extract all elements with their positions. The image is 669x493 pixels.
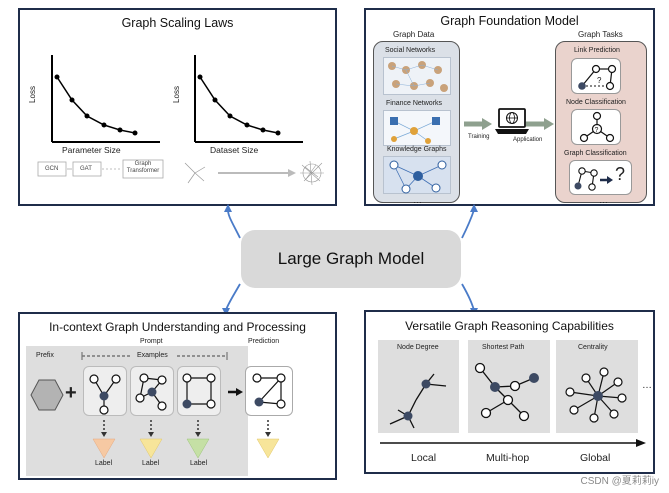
scope-global: Global (580, 452, 611, 464)
label-2: Label (142, 460, 160, 467)
tasks-more-ellipsis: … (599, 195, 608, 205)
social-networks-label: Social Networks (385, 47, 436, 54)
graph-classification-card (569, 160, 632, 195)
knowledge-graph-icon (389, 160, 447, 194)
graph-classification-label: Graph Classification (564, 150, 627, 157)
to-prediction-arrow (228, 388, 243, 396)
finance-networks-image (383, 110, 451, 146)
knowledge-graphs-label: Knowledge Graphs (387, 146, 447, 153)
example-graph-1 (89, 374, 121, 459)
centrality-graph (565, 367, 627, 423)
panel-title: Graph Foundation Model (440, 14, 579, 28)
parameter-scaling-plot (51, 55, 160, 143)
social-networks-image (383, 57, 451, 95)
large-graph-model-title: Large Graph Model (241, 230, 461, 288)
shortest-path-graph (474, 362, 539, 422)
panel-graph-foundation-model: Graph Foundation Model Graph Data Graph … (364, 8, 655, 206)
plus-sign: + (65, 382, 77, 404)
scope-local: Local (411, 452, 437, 464)
svg-text:?: ? (597, 76, 602, 85)
node-classification-label: Node Classification (566, 99, 626, 106)
training-arrow (464, 118, 492, 130)
link-prediction-graph: ? (578, 64, 617, 91)
example-graph-2 (135, 373, 167, 459)
example-graph-3 (182, 373, 216, 459)
panel-graph-reasoning: Versatile Graph Reasoning Capabilities N… (364, 310, 655, 474)
application-arrow (526, 118, 554, 130)
data-more-ellipsis: … (413, 195, 422, 205)
prefix-hexagon (30, 379, 64, 411)
local-to-global-arrow (380, 439, 646, 447)
dataset-scaling-plot (194, 55, 303, 143)
model-gat: GAT (80, 166, 92, 172)
model-gcn: GCN (45, 166, 59, 172)
graph-classification-graph (574, 167, 613, 191)
link-prediction-label: Link Prediction (574, 47, 620, 54)
graph-class-question: ? (615, 164, 626, 184)
svg-text:?: ? (595, 127, 599, 134)
link-prediction-card: ? (571, 58, 621, 94)
reasoning-more-ellipsis: … (642, 380, 652, 391)
prediction-graph (252, 373, 286, 459)
scope-multi-hop: Multi-hop (486, 452, 530, 464)
label-3: Label (190, 460, 208, 467)
model-graph-transformer: Graph Transformer (126, 161, 160, 174)
laptop-globe-icon (495, 108, 529, 134)
finance-networks-label: Finance Networks (386, 100, 443, 107)
node-classification-graph: ? (579, 111, 615, 143)
graph-data-header: Graph Data (393, 30, 435, 39)
shortest-path-label: Shortest Path (482, 344, 525, 351)
examples-bracket (81, 352, 228, 360)
prompt-label: Prompt (140, 338, 163, 345)
panel-title: Versatile Graph Reasoning Capabilities (405, 319, 614, 333)
node-degree-graph (389, 373, 447, 429)
training-label: Training (468, 134, 490, 140)
node-degree-label: Node Degree (397, 344, 439, 351)
label-1: Label (95, 460, 113, 467)
model-boxes (37, 159, 164, 179)
knowledge-graphs-image (383, 156, 451, 194)
centrality-label: Centrality (578, 344, 608, 351)
panel-title: In-context Graph Understanding and Proce… (49, 320, 306, 334)
finance-network-icon (390, 117, 440, 144)
parameter-size-label: Parameter Size (62, 145, 121, 155)
prefix-label: Prefix (36, 352, 54, 359)
application-label: Application (513, 137, 543, 143)
panel-title: Graph Scaling Laws (121, 16, 234, 30)
people-network-icon (388, 61, 448, 92)
small-to-large-graph (184, 160, 324, 186)
graph-tasks-header: Graph Tasks (578, 30, 623, 39)
watermark: CSDN @夏莉莉iy (580, 476, 660, 487)
panel-graph-scaling-laws: Graph Scaling Laws Loss Parameter Size L… (18, 8, 337, 206)
dataset-size-label: Dataset Size (210, 145, 259, 155)
prediction-label: Prediction (248, 338, 280, 345)
node-classification-card: ? (571, 109, 621, 145)
panel-in-context-graph: In-context Graph Understanding and Proce… (18, 312, 337, 480)
examples-label: Examples (137, 352, 168, 359)
